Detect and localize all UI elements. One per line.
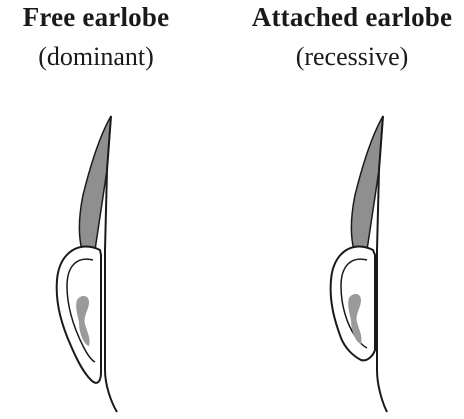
free-earlobe-title: Free earlobe xyxy=(0,2,212,33)
attached-earlobe-title: Attached earlobe xyxy=(236,2,464,33)
free-earlobe-panel: Free earlobe (dominant) xyxy=(0,0,232,419)
free-earlobe-subtitle: (dominant) xyxy=(0,42,212,72)
attached-earlobe-subtitle: (recessive) xyxy=(236,42,464,72)
attached-earlobe-panel: Attached earlobe (recessive) xyxy=(232,0,464,419)
head-edge-line xyxy=(105,116,117,412)
free-earlobe-illustration xyxy=(45,110,135,415)
attached-earlobe-illustration xyxy=(327,110,417,415)
